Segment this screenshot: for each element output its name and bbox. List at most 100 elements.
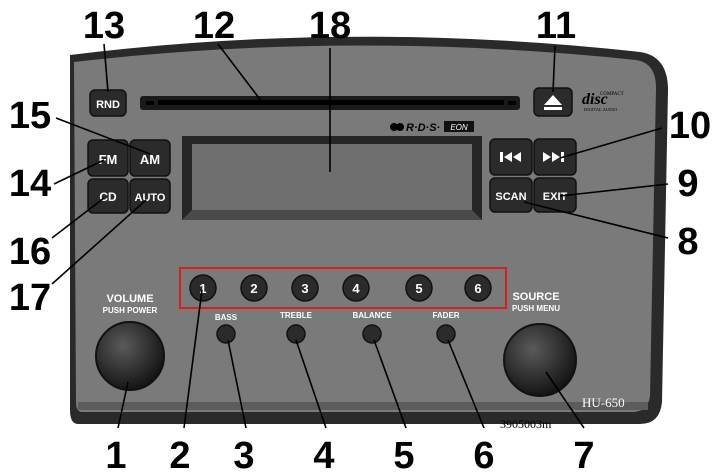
rds-text: R·D·S· <box>406 122 440 134</box>
image-code: 3905003m <box>500 417 552 431</box>
bass-label: BASS <box>215 313 238 322</box>
seek-back-button[interactable] <box>489 138 533 176</box>
model-label: HU-650 <box>582 395 625 410</box>
preset-button-face <box>189 274 217 302</box>
preset-button-face <box>291 274 319 302</box>
preset-button-1[interactable]: 1 <box>189 274 217 302</box>
fm-button[interactable]: FM <box>87 139 129 177</box>
leader-14 <box>53 159 105 185</box>
callout-13: 13 <box>83 5 125 47</box>
rds-eon: EON <box>450 123 468 132</box>
leader-16 <box>51 197 105 239</box>
leader-3 <box>227 339 247 429</box>
leader-5 <box>373 339 407 429</box>
balance-control: BALANCE <box>352 311 392 344</box>
rnd-label: RND <box>96 99 120 111</box>
leader-17 <box>51 199 147 285</box>
scan-button[interactable]: SCAN <box>489 177 533 213</box>
fader-control: FADER <box>432 311 460 344</box>
disc-logo-compact: COMPACT <box>600 92 624 97</box>
disc-logo-digital-audio: DIGITAL AUDIO <box>584 107 618 112</box>
preset-button-5[interactable]: 5 <box>405 274 433 302</box>
preset-button-face <box>464 274 492 302</box>
leader-4 <box>295 339 327 429</box>
preset-label: 5 <box>415 281 422 296</box>
exit-label: EXIT <box>543 191 568 203</box>
am-button[interactable]: AM <box>129 139 171 177</box>
callout-3: 3 <box>233 435 254 475</box>
leader-9 <box>559 183 669 197</box>
preset-button-4[interactable]: 4 <box>342 274 370 302</box>
push-menu-label: PUSH MENU <box>512 304 560 313</box>
preset-label: 3 <box>301 281 308 296</box>
callout-5: 5 <box>393 435 414 475</box>
callout-17: 17 <box>9 277 51 319</box>
scan-label: SCAN <box>495 191 526 203</box>
preset-button-6[interactable]: 6 <box>464 274 492 302</box>
callout-11: 11 <box>536 5 576 47</box>
balance-button[interactable] <box>362 324 382 344</box>
preset-button-face <box>240 274 268 302</box>
fader-button[interactable] <box>436 324 456 344</box>
auto-label: AUTO <box>135 192 166 204</box>
callout-8: 8 <box>677 221 698 263</box>
volume-knob[interactable] <box>95 321 165 391</box>
leader-8 <box>523 201 669 239</box>
leader-7 <box>545 371 585 429</box>
leader-10 <box>559 127 663 159</box>
preset-button-3[interactable]: 3 <box>291 274 319 302</box>
preset-buttons: 1 2 3 4 5 6 <box>189 274 492 302</box>
callout-numbers: 13 12 18 11 10 9 8 15 14 16 17 1 2 3 4 5… <box>9 5 711 475</box>
fader-label: FADER <box>432 311 459 320</box>
callout-7: 7 <box>573 435 594 475</box>
treble-control: TREBLE <box>280 311 313 344</box>
callout-10: 10 <box>669 105 711 147</box>
callout-2: 2 <box>169 435 190 475</box>
preset-button-2[interactable]: 2 <box>240 274 268 302</box>
bass-button[interactable] <box>216 324 236 344</box>
volume-label: VOLUME <box>106 293 153 305</box>
leader-2 <box>183 289 203 429</box>
leader-lines <box>51 43 669 429</box>
panel-bottom-band <box>78 402 648 410</box>
eject-button[interactable] <box>533 87 573 117</box>
seek-forward-button[interactable] <box>533 138 577 176</box>
source-knob-group: SOURCE PUSH MENU <box>503 291 577 397</box>
leader-12 <box>217 43 263 103</box>
preset-button-face <box>342 274 370 302</box>
leader-13 <box>103 43 109 93</box>
source-label: SOURCE <box>512 291 559 303</box>
push-power-label: PUSH POWER <box>103 306 158 315</box>
seek-back-icon <box>500 152 521 162</box>
leader-11 <box>552 45 556 93</box>
preset-label: 4 <box>352 281 360 296</box>
callout-16: 16 <box>9 231 51 273</box>
source-knob[interactable] <box>503 323 577 397</box>
callout-1: 1 <box>105 435 126 475</box>
cd-label: CD <box>99 190 117 204</box>
preset-label: 6 <box>474 281 481 296</box>
preset-label: 1 <box>199 281 206 296</box>
volume-knob-group: VOLUME PUSH POWER <box>95 293 165 391</box>
balance-label: BALANCE <box>352 311 392 320</box>
leader-6 <box>447 339 485 429</box>
bass-control: BASS <box>215 313 238 344</box>
preset-label: 2 <box>250 281 257 296</box>
preset-button-face <box>405 274 433 302</box>
disc-logo-disc: disc <box>582 91 608 108</box>
leader-1 <box>117 381 129 429</box>
callout-18: 18 <box>309 5 351 47</box>
rds-logo: R·D·S· EON <box>390 121 474 134</box>
callout-9: 9 <box>677 163 698 205</box>
rnd-button[interactable]: RND <box>89 89 127 117</box>
compact-disc-logo: COMPACT disc DIGITAL AUDIO <box>582 91 624 112</box>
auto-button[interactable]: AUTO <box>129 178 171 214</box>
callout-4: 4 <box>313 435 334 475</box>
treble-button[interactable] <box>286 324 306 344</box>
fm-label: FM <box>99 152 118 167</box>
cd-button[interactable]: CD <box>87 178 129 214</box>
eject-icon <box>544 95 562 105</box>
am-label: AM <box>140 152 160 167</box>
preset-box <box>179 267 507 309</box>
